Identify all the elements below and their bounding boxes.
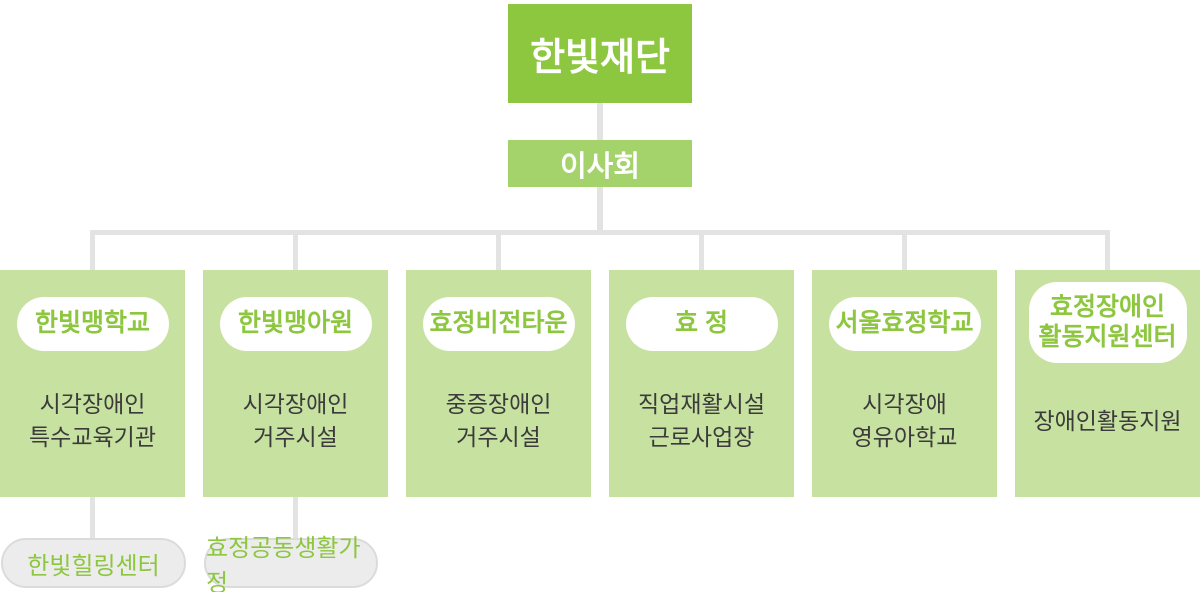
connector-board-bus: [597, 187, 603, 235]
connector-horizontal-bus: [90, 230, 1110, 235]
unit-subtitle: 시각장애인 거주시설: [242, 391, 349, 450]
connector-drop-unit-3: [496, 230, 501, 270]
sub-unit-label: 효정공동생활가정: [206, 535, 361, 592]
org-unit-hyojeong-activity-support-center: 효정장애인 활동지원센터 장애인활동지원: [1015, 270, 1200, 497]
root-box-foundation: 한빛재단: [508, 4, 692, 103]
org-unit-seoul-hyojeong-school: 서울효정학교 시각장애 영유아학교: [812, 270, 997, 497]
unit-subtitle: 장애인활동지원: [1033, 408, 1182, 434]
unit-title: 서울효정학교: [835, 309, 974, 338]
unit-subtitle: 시각장애 영유아학교: [851, 391, 958, 450]
unit-subtitle: 중증장애인 거주시설: [445, 391, 552, 450]
root-label: 한빛재단: [530, 37, 670, 79]
connector-sub-unit-1: [90, 497, 95, 540]
sub-unit-label: 한빛힐링센터: [27, 552, 160, 580]
unit-title-pill: 효정비전타운: [422, 297, 575, 351]
unit-title-pill: 한빛맹학교: [16, 297, 169, 351]
org-unit-hanbit-blind-school: 한빛맹학교 시각장애인 특수교육기관: [0, 270, 185, 497]
connector-drop-unit-6: [1105, 230, 1110, 270]
connector-drop-unit-1: [90, 230, 95, 270]
connector-drop-unit-4: [699, 230, 704, 270]
board-box: 이사회: [508, 140, 692, 187]
unit-title: 효 정: [675, 309, 728, 338]
sub-unit-hanbit-healing-center: 한빛힐링센터: [1, 538, 186, 588]
unit-title: 효정비전타운: [429, 309, 568, 338]
sub-unit-hyojeong-group-home: 효정공동생활가정: [204, 535, 378, 592]
connector-drop-unit-2: [293, 230, 298, 270]
unit-subtitle: 시각장애인 특수교육기관: [29, 391, 156, 450]
connector-root-board: [597, 103, 603, 140]
unit-title-pill: 서울효정학교: [828, 297, 981, 351]
connector-drop-unit-5: [902, 230, 907, 270]
unit-title-pill: 효 정: [625, 297, 778, 351]
unit-title-pill: 효정장애인 활동지원센터: [1028, 282, 1187, 363]
unit-title-pill: 한빛맹아원: [219, 297, 372, 351]
unit-title: 한빛맹학교: [34, 309, 150, 338]
connector-sub-unit-2: [293, 497, 298, 540]
org-unit-hanbit-blind-home: 한빛맹아원 시각장애인 거주시설: [203, 270, 388, 497]
unit-title: 한빛맹아원: [237, 309, 353, 338]
org-unit-hyojeong: 효 정 직업재활시설 근로사업장: [609, 270, 794, 497]
org-unit-hyojeong-vision-town: 효정비전타운 중증장애인 거주시설: [406, 270, 591, 497]
unit-subtitle: 직업재활시설 근로사업장: [638, 391, 765, 450]
unit-title: 효정장애인 활동지원센터: [1038, 293, 1177, 351]
board-label: 이사회: [559, 150, 641, 183]
